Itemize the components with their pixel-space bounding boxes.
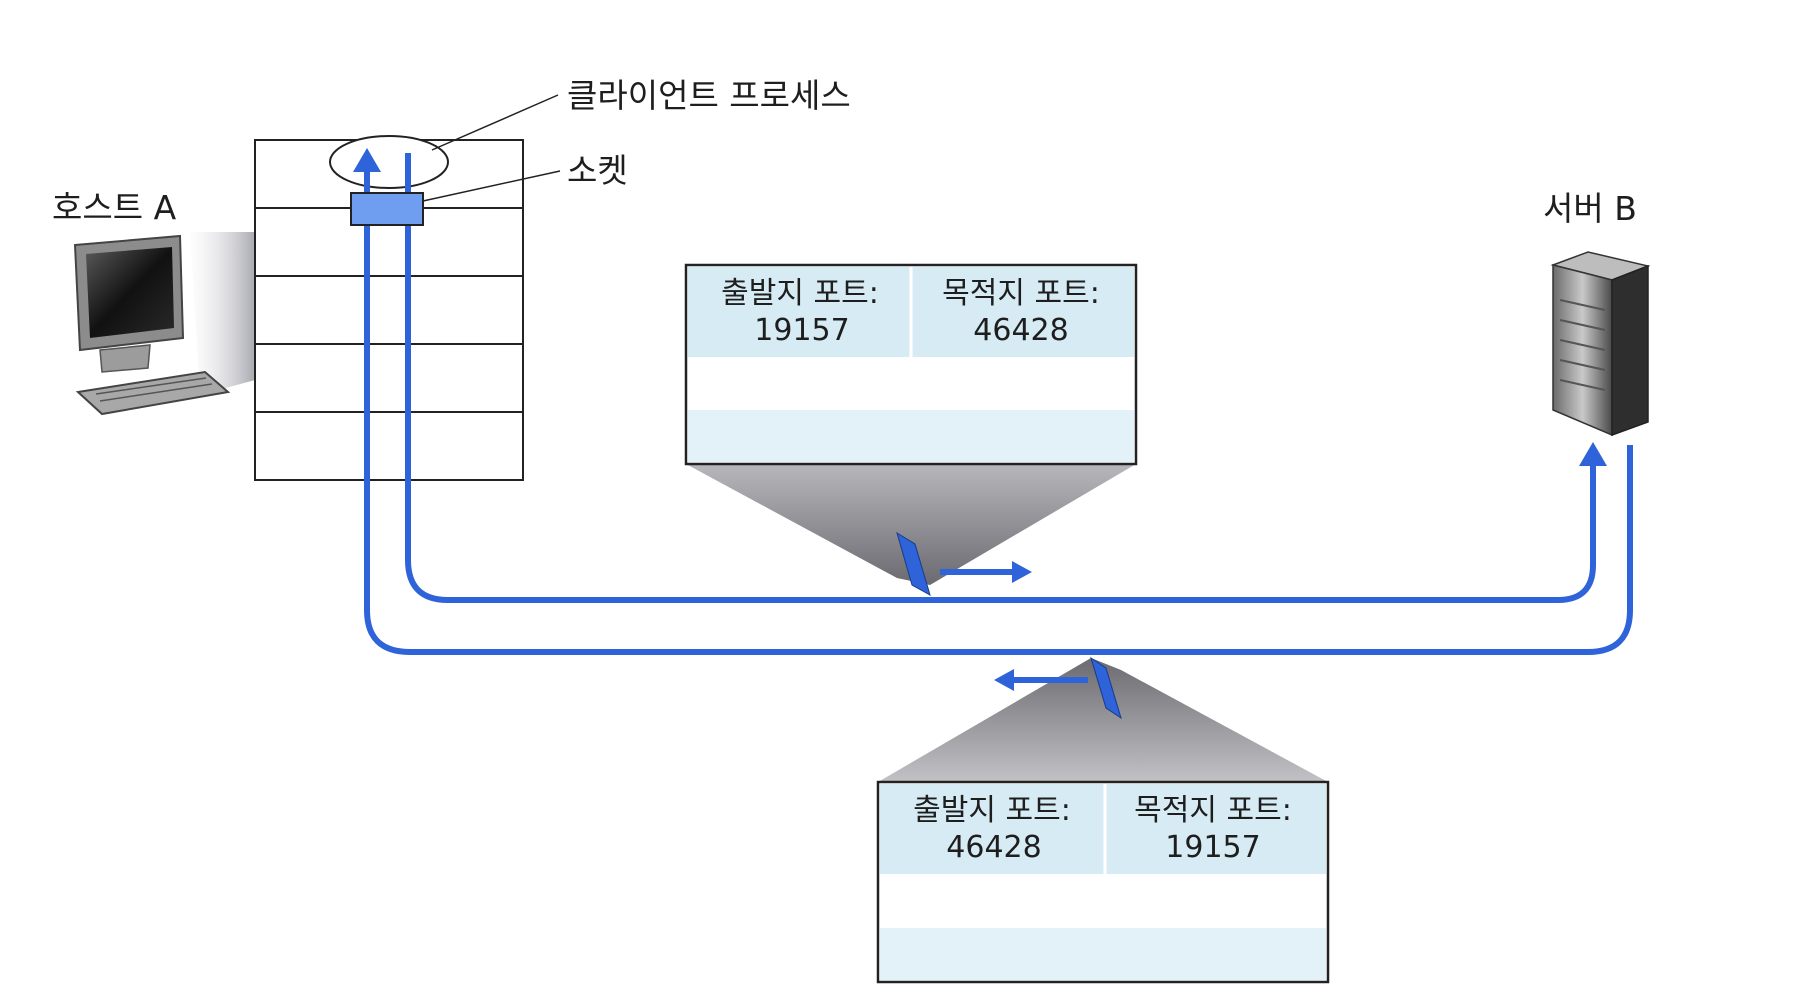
server-arrowhead — [1579, 442, 1607, 466]
server-icon — [1553, 252, 1648, 435]
segment-2-src-label: 출발지 포트: — [913, 793, 1071, 828]
server-label: 서버 B — [1543, 189, 1637, 228]
segment-1-src-value: 19157 — [754, 313, 849, 348]
client-process-label: 클라이언트 프로세스 — [567, 76, 851, 115]
client-process-ellipse — [330, 136, 448, 188]
computer-icon — [75, 232, 255, 414]
segment-2-dst-value: 19157 — [1165, 830, 1260, 865]
socket-box — [351, 193, 423, 225]
segment-1: 출발지 포트: 19157 목적지 포트: 46428 — [686, 265, 1136, 595]
segment-1-dst-value: 46428 — [973, 313, 1068, 348]
segment-2: 출발지 포트: 46428 목적지 포트: 19157 — [878, 658, 1328, 982]
segment-1-src-label: 출발지 포트: — [721, 276, 879, 311]
host-label: 호스트 A — [52, 188, 177, 227]
protocol-stack — [255, 140, 523, 480]
segment-2-dst-label: 목적지 포트: — [1134, 793, 1292, 828]
segment-2-direction-arrow — [994, 669, 1014, 691]
segment-1-direction-arrow — [1012, 561, 1032, 583]
segment-1-dst-label: 목적지 포트: — [942, 276, 1100, 311]
socket-label: 소켓 — [567, 151, 628, 190]
segment-2-src-value: 46428 — [946, 830, 1041, 865]
